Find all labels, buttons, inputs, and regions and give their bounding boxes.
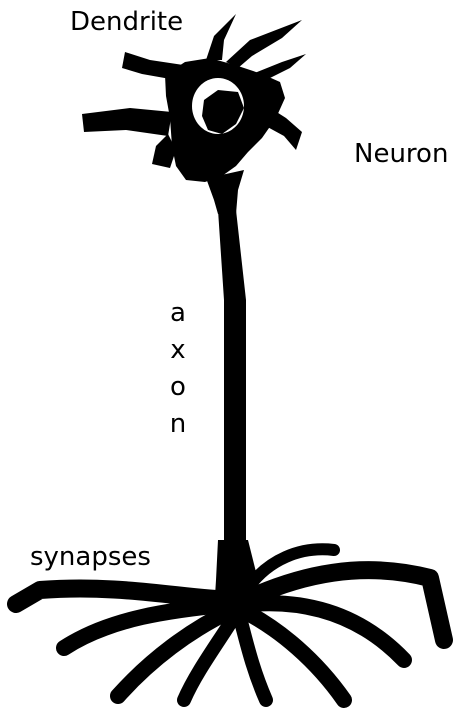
synapses-label: synapses	[30, 544, 151, 570]
dendrite-top	[206, 14, 236, 60]
dendrite-label: Dendrite	[70, 9, 183, 35]
dendrite-right	[262, 104, 302, 150]
axon-label-letter: a	[166, 295, 190, 332]
dendrite-left	[82, 108, 172, 136]
axon-label: a x o n	[166, 295, 190, 443]
axon-label-letter: n	[166, 406, 190, 443]
dendrite-top-left	[122, 52, 190, 80]
axon-label-letter: o	[166, 369, 190, 406]
dendrite-top-right-2	[252, 54, 306, 82]
axon	[218, 210, 246, 582]
neuron-label: Neuron	[354, 141, 448, 167]
axon-label-letter: x	[166, 332, 190, 369]
